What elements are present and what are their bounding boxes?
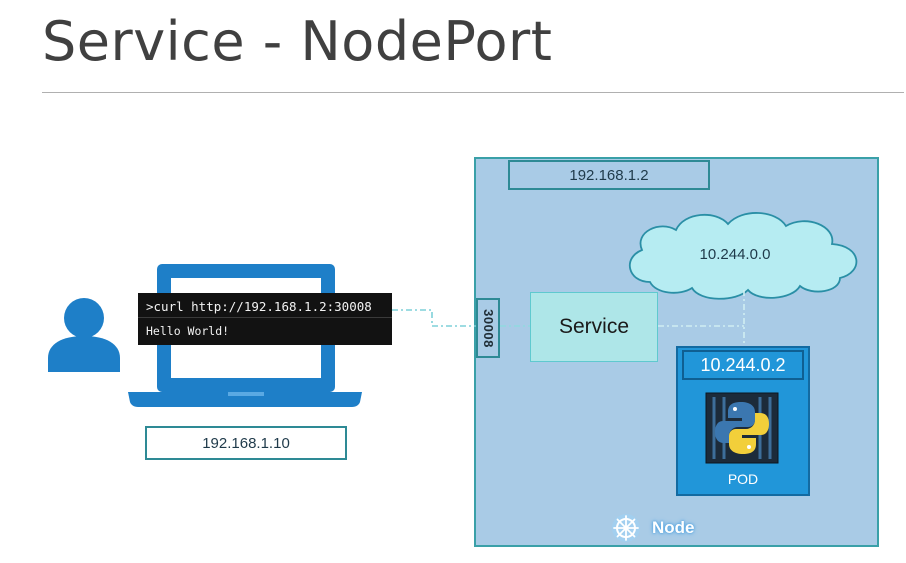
- node-ip-label: 192.168.1.2: [508, 160, 710, 190]
- terminal-output: Hello World!: [146, 324, 230, 338]
- client-to-nodeport-line: [392, 309, 476, 327]
- node-label: Node: [652, 518, 695, 537]
- slide-title: Service - NodePort: [42, 10, 553, 73]
- pod-ip-label: 10.244.0.2: [682, 350, 804, 380]
- cloud-network-label: 10.244.0.0: [699, 245, 771, 263]
- pod-label: POD: [727, 471, 759, 487]
- service-box: Service: [530, 292, 658, 362]
- title-divider: [42, 92, 904, 93]
- node-port-box: 30008: [476, 298, 500, 358]
- laptop-ip-label: 192.168.1.10: [145, 426, 347, 460]
- terminal-command: >curl http://192.168.1.2:30008: [146, 299, 372, 314]
- terminal-separator: [138, 317, 392, 318]
- terminal-window: >curl http://192.168.1.2:30008 Hello Wor…: [138, 293, 392, 345]
